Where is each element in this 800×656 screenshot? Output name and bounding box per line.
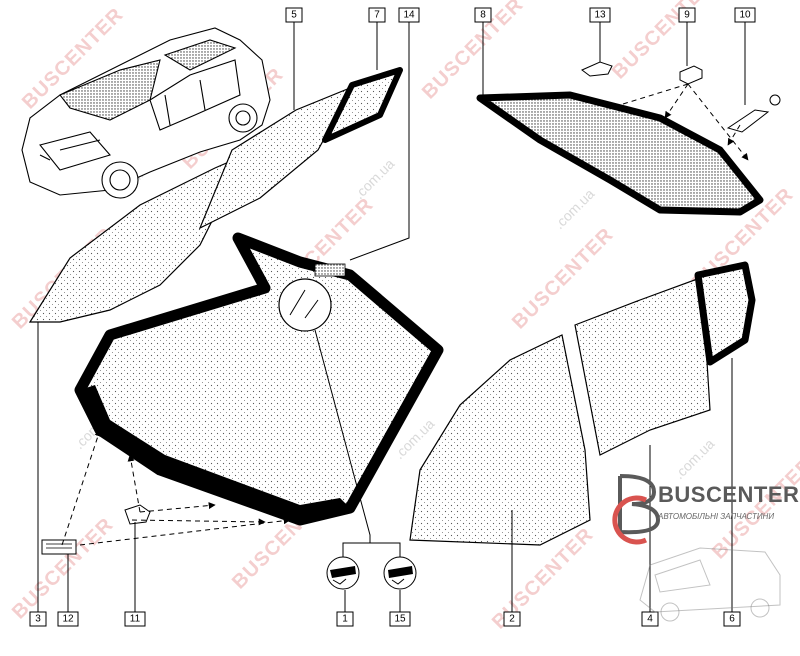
svg-text:15: 15: [394, 614, 406, 625]
callout-13: 13: [589, 7, 611, 23]
rear-arrows: [609, 83, 749, 161]
part-8-rear-window: [476, 91, 764, 216]
callout-9: 9: [678, 7, 696, 23]
svg-text:5: 5: [291, 10, 297, 21]
part-11-sensor-block: [124, 504, 151, 525]
svg-text:2: 2: [509, 614, 515, 625]
svg-text:12: 12: [62, 614, 74, 625]
watermark-brand: BUSCENTER: [8, 514, 118, 624]
callout-3: 3: [29, 611, 47, 627]
svg-text:4: 4: [647, 614, 653, 625]
part-12-mirror-base: [41, 539, 77, 555]
windshield-arrows: [61, 429, 291, 546]
van-watermark-illustration: [639, 547, 781, 622]
part-9-pad: [679, 65, 703, 85]
brand-name: BUSCENTER: [658, 482, 800, 507]
part-2-rear-door-glass: [409, 334, 591, 546]
callout-14: 14: [398, 7, 420, 23]
callout-12: 12: [57, 611, 79, 627]
part-6-rear-quarter-glass: [694, 261, 756, 366]
buscenter-emblem-icon: [612, 474, 660, 545]
callout-8: 8: [474, 7, 492, 23]
callout-4: 4: [641, 611, 659, 627]
svg-text:6: 6: [729, 614, 735, 625]
svg-text:1: 1: [342, 614, 348, 625]
svg-text:11: 11: [130, 614, 141, 625]
svg-text:13: 13: [594, 10, 606, 21]
callout-1: 1: [336, 611, 354, 627]
watermark-brand: BUSCENTER: [418, 0, 528, 104]
part-10-sensor: [726, 94, 781, 133]
part-13-clip: [581, 61, 613, 77]
svg-text:10: 10: [739, 10, 751, 21]
svg-text:7: 7: [374, 10, 380, 21]
watermark-domain: .com.ua: [551, 185, 598, 232]
callout-2: 2: [503, 611, 521, 627]
svg-text:14: 14: [403, 10, 415, 21]
buscenter-brand-logo: BUSCENTER АВТОМОБІЛЬНІ ЗАПЧАСТИНИ: [600, 466, 800, 546]
callout-5: 5: [285, 7, 303, 23]
callout-6: 6: [723, 611, 741, 627]
svg-text:8: 8: [480, 10, 486, 21]
callout-11: 11: [124, 611, 146, 627]
seal-profile-1: [326, 556, 360, 590]
svg-text:9: 9: [684, 10, 690, 21]
callout-15: 15: [389, 611, 411, 627]
callout-7: 7: [368, 7, 386, 23]
watermark-domain: .com.ua: [351, 155, 398, 202]
seal-profile-15: [383, 556, 417, 590]
windshield: [74, 232, 444, 526]
svg-text:3: 3: [35, 614, 41, 625]
brand-tagline: АВТОМОБІЛЬНІ ЗАПЧАСТИНИ: [658, 512, 775, 521]
part-7-front-quarter-glass: [322, 67, 403, 143]
part-4-rear-door-glass: [574, 277, 711, 456]
callout-10: 10: [734, 7, 756, 23]
car-illustration: [21, 27, 271, 199]
